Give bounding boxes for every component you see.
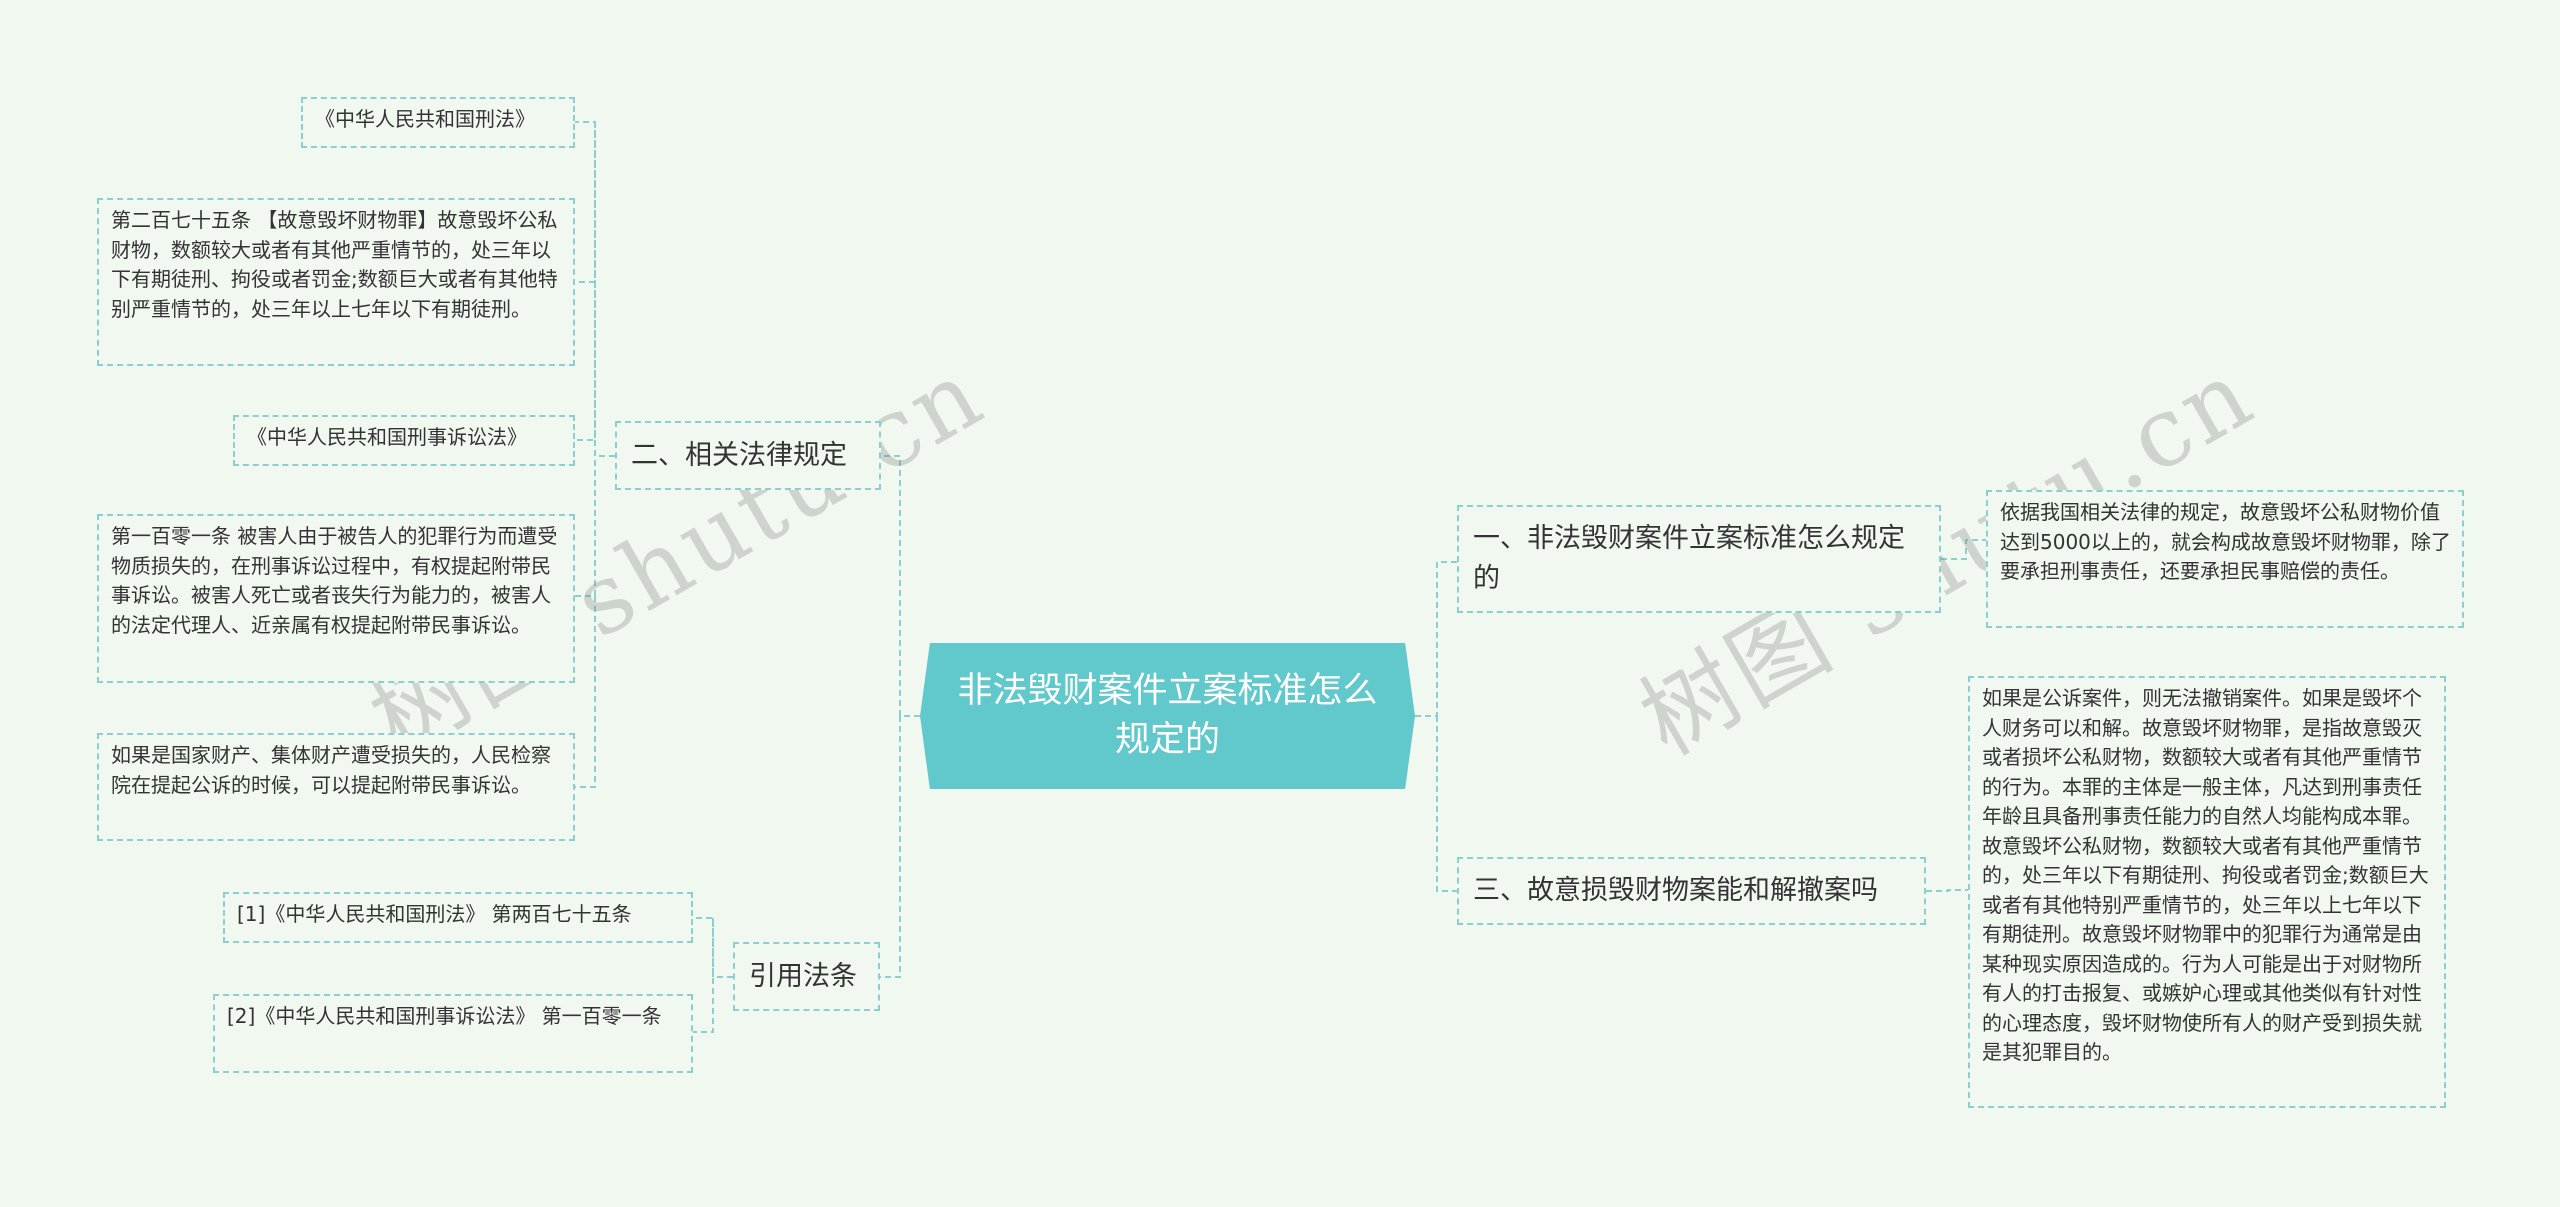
- leaf-text: 第一百零一条 被害人由于被告人的犯罪行为而遭受物质损失的，在刑事诉讼过程中，有权…: [111, 524, 558, 637]
- leaf-b4-1[interactable]: [1]《中华人民共和国刑法》 第两百七十五条: [223, 892, 693, 943]
- leaf-text: [2]《中华人民共和国刑事诉讼法》 第一百零一条: [227, 1004, 662, 1028]
- leaf-text: 第二百七十五条 【故意毁坏财物罪】故意毁坏公私财物，数额较大或者有其他严重情节的…: [111, 208, 558, 321]
- branch-node-4[interactable]: 引用法条: [733, 942, 880, 1011]
- leaf-b4-2[interactable]: [2]《中华人民共和国刑事诉讼法》 第一百零一条: [213, 994, 693, 1073]
- leaf-b2-2[interactable]: 第二百七十五条 【故意毁坏财物罪】故意毁坏公私财物，数额较大或者有其他严重情节的…: [97, 198, 575, 366]
- leaf-text: 《中华人民共和国刑法》: [315, 107, 535, 131]
- leaf-text: [1]《中华人民共和国刑法》 第两百七十五条: [237, 902, 632, 926]
- leaf-text: 如果是国家财产、集体财产遭受损失的，人民检察院在提起公诉的时候，可以提起附带民事…: [111, 743, 551, 797]
- branch-node-3[interactable]: 三、故意损毁财物案能和解撤案吗: [1457, 857, 1926, 925]
- leaf-text: 如果是公诉案件，则无法撤销案件。如果是毁坏个人财务可以和解。故意毁坏财物罪，是指…: [1982, 686, 2429, 1064]
- branch-label: 二、相关法律规定: [631, 439, 847, 471]
- branch-label: 一、非法毁财案件立案标准怎么规定的: [1473, 523, 1905, 594]
- root-title: 非法毁财案件立案标准怎么规定的: [957, 671, 1378, 760]
- leaf-b2-1[interactable]: 《中华人民共和国刑法》: [301, 97, 575, 148]
- branch-node-1[interactable]: 一、非法毁财案件立案标准怎么规定的: [1457, 505, 1941, 613]
- leaf-b2-5[interactable]: 如果是国家财产、集体财产遭受损失的，人民检察院在提起公诉的时候，可以提起附带民事…: [97, 733, 575, 841]
- root-node[interactable]: 非法毁财案件立案标准怎么规定的: [920, 643, 1415, 789]
- leaf-b2-4[interactable]: 第一百零一条 被害人由于被告人的犯罪行为而遭受物质损失的，在刑事诉讼过程中，有权…: [97, 514, 575, 683]
- leaf-b2-3[interactable]: 《中华人民共和国刑事诉讼法》: [233, 415, 575, 466]
- branch-label: 三、故意损毁财物案能和解撤案吗: [1473, 875, 1878, 906]
- leaf-text: 依据我国相关法律的规定，故意毁坏公私财物价值达到5000以上的，就会构成故意毁坏…: [2000, 500, 2451, 583]
- branch-label: 引用法条: [749, 960, 857, 992]
- leaf-text: 《中华人民共和国刑事诉讼法》: [247, 425, 527, 449]
- leaf-b1-1[interactable]: 依据我国相关法律的规定，故意毁坏公私财物价值达到5000以上的，就会构成故意毁坏…: [1986, 490, 2464, 628]
- branch-node-2[interactable]: 二、相关法律规定: [615, 421, 881, 490]
- leaf-b3-1[interactable]: 如果是公诉案件，则无法撤销案件。如果是毁坏个人财务可以和解。故意毁坏财物罪，是指…: [1968, 676, 2446, 1108]
